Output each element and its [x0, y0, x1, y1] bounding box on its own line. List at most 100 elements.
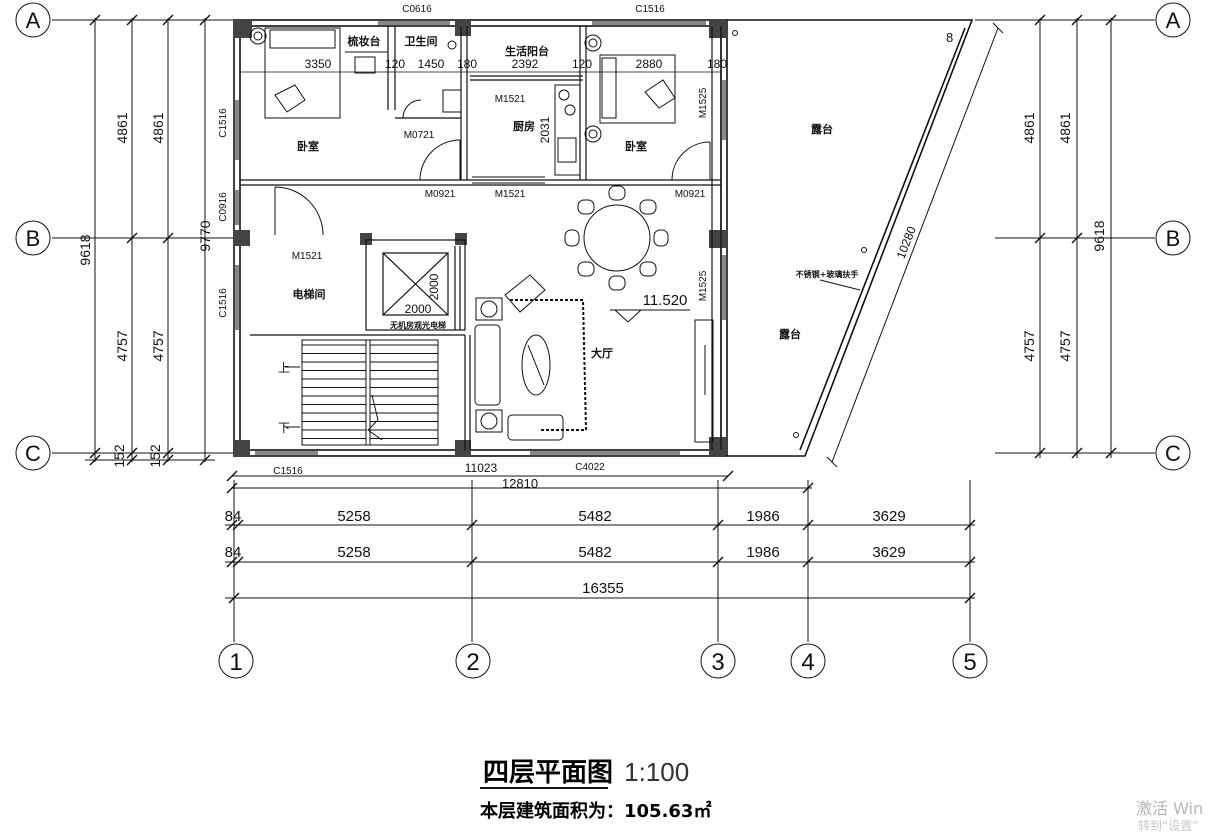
right-dimension-lines: [1034, 14, 1117, 459]
dim-text: 5482: [578, 544, 611, 561]
room-label-dressing: 梳妆台: [347, 34, 381, 48]
door-label: M1521: [292, 251, 323, 262]
dim-text: 120: [572, 57, 592, 71]
room-label-bathroom: 卫生间: [405, 34, 438, 48]
activation-watermark-sub: 转到“设置”: [1138, 819, 1199, 833]
dim-text: 180: [707, 57, 727, 71]
axis-bubble-b-left: B: [15, 220, 51, 256]
axis-label: B: [26, 226, 41, 251]
axis-bubble-5: 5: [952, 643, 988, 679]
kitchen-fixtures: [554, 84, 581, 176]
axis-label: A: [26, 8, 41, 33]
room-label-elevator-room: 电梯间: [293, 287, 326, 301]
dim-text: 1986: [746, 508, 779, 525]
axis-label: 1: [229, 649, 242, 676]
dim-text: 1986: [746, 544, 779, 561]
dim-text: 180: [457, 57, 477, 71]
windows: [235, 21, 726, 455]
window-label: C4022: [575, 462, 605, 473]
door-label: M1525: [698, 270, 709, 301]
dim-text: 2000: [405, 302, 432, 316]
axis-label: 2: [466, 649, 479, 676]
door-label: M0921: [675, 189, 706, 200]
elevation-label: 11.520: [643, 292, 688, 309]
dim-text: 2392: [512, 57, 539, 71]
columns: [234, 20, 727, 456]
door-label: M0921: [425, 189, 456, 200]
axis-bubble-2: 2: [455, 643, 491, 679]
axis-label: 5: [963, 649, 976, 676]
axis-bubble-c-left: C: [15, 435, 51, 471]
dim-text: 120: [385, 57, 405, 71]
axis-bubble-a-right: A: [1155, 2, 1191, 38]
bedroom-left-furniture: [249, 27, 388, 119]
dim-text: 84: [225, 508, 242, 525]
dim-text: 152: [111, 444, 127, 468]
dining-table: [564, 185, 669, 291]
drawing-title: 四层平面图 1:100: [483, 752, 689, 789]
dim-text: 3350: [305, 57, 332, 71]
room-label-kitchen: 厨房: [513, 119, 535, 133]
door-label: M1521: [495, 94, 526, 105]
dim-text: 152: [147, 444, 163, 468]
stair-up-label: 上: [278, 361, 290, 375]
dim-text: 2031: [538, 116, 552, 143]
drawing-scale: 1:100: [624, 757, 690, 787]
axis-label: C: [25, 441, 41, 466]
axis-grid: [52, 19, 1155, 642]
room-label-bedroom-right: 卧室: [625, 139, 647, 153]
door-label: M1525: [698, 87, 709, 118]
dim-text: 4861: [1057, 112, 1073, 143]
dim-text: 2880: [636, 57, 663, 71]
title-underline: [480, 787, 608, 789]
window-label: C1516: [218, 108, 229, 138]
corner-mark: 8: [946, 30, 953, 45]
room-label-hall: 大厅: [591, 346, 613, 360]
left-dimension-lines: [85, 14, 215, 466]
activation-watermark: 激活 Win: [1136, 799, 1204, 818]
room-label-bedroom-left: 卧室: [297, 139, 319, 153]
dim-text: 1450: [418, 57, 445, 71]
dim-text: 4861: [114, 112, 130, 143]
dim-text: 4757: [150, 330, 166, 361]
dim-text: 5482: [578, 508, 611, 525]
railing-note: 不锈钢+玻璃扶手: [796, 269, 859, 279]
window-label: C1516: [273, 466, 303, 477]
dim-text: 4757: [114, 330, 130, 361]
axis-label: B: [1166, 226, 1181, 251]
living-room-furniture: [474, 274, 588, 441]
window-label: C1516: [635, 4, 665, 15]
window-label: C0616: [402, 4, 432, 15]
dim-text: 3629: [872, 508, 905, 525]
room-label-terrace-top: 露台: [811, 122, 833, 136]
dim-text: 9618: [1091, 220, 1107, 251]
dim-text: 4861: [150, 112, 166, 143]
dim-text: 12810: [502, 476, 538, 491]
bathroom-fixtures: [442, 40, 462, 113]
axis-bubble-3: 3: [700, 643, 736, 679]
dim-text: 10280: [894, 224, 919, 260]
axis-bubble-a-left: A: [15, 2, 51, 38]
elevator-note: 无机房观光电梯: [389, 320, 446, 330]
door-swings: [274, 99, 714, 443]
axis-label: A: [1166, 8, 1181, 33]
drawing-title-name: 四层平面图: [483, 758, 614, 788]
dim-text: 84: [225, 544, 242, 561]
window-label: C1516: [218, 288, 229, 318]
dim-text: 5258: [337, 508, 370, 525]
door-label: M1521: [495, 189, 526, 200]
dim-text: 11023: [465, 461, 498, 475]
axis-bubble-1: 1: [218, 643, 254, 679]
room-label-terrace-bottom: 露台: [779, 327, 801, 341]
axis-label: C: [1165, 441, 1181, 466]
dim-text: 16355: [582, 580, 624, 597]
window-label: C0916: [218, 192, 229, 222]
stair-down-label: 下: [278, 421, 290, 435]
door-label: M0721: [404, 130, 435, 141]
bedroom-right-furniture: [584, 34, 676, 143]
exterior-walls: [233, 19, 974, 457]
axis-label: 4: [801, 649, 814, 676]
staircase: [285, 339, 439, 446]
axis-bubble-4: 4: [790, 643, 826, 679]
